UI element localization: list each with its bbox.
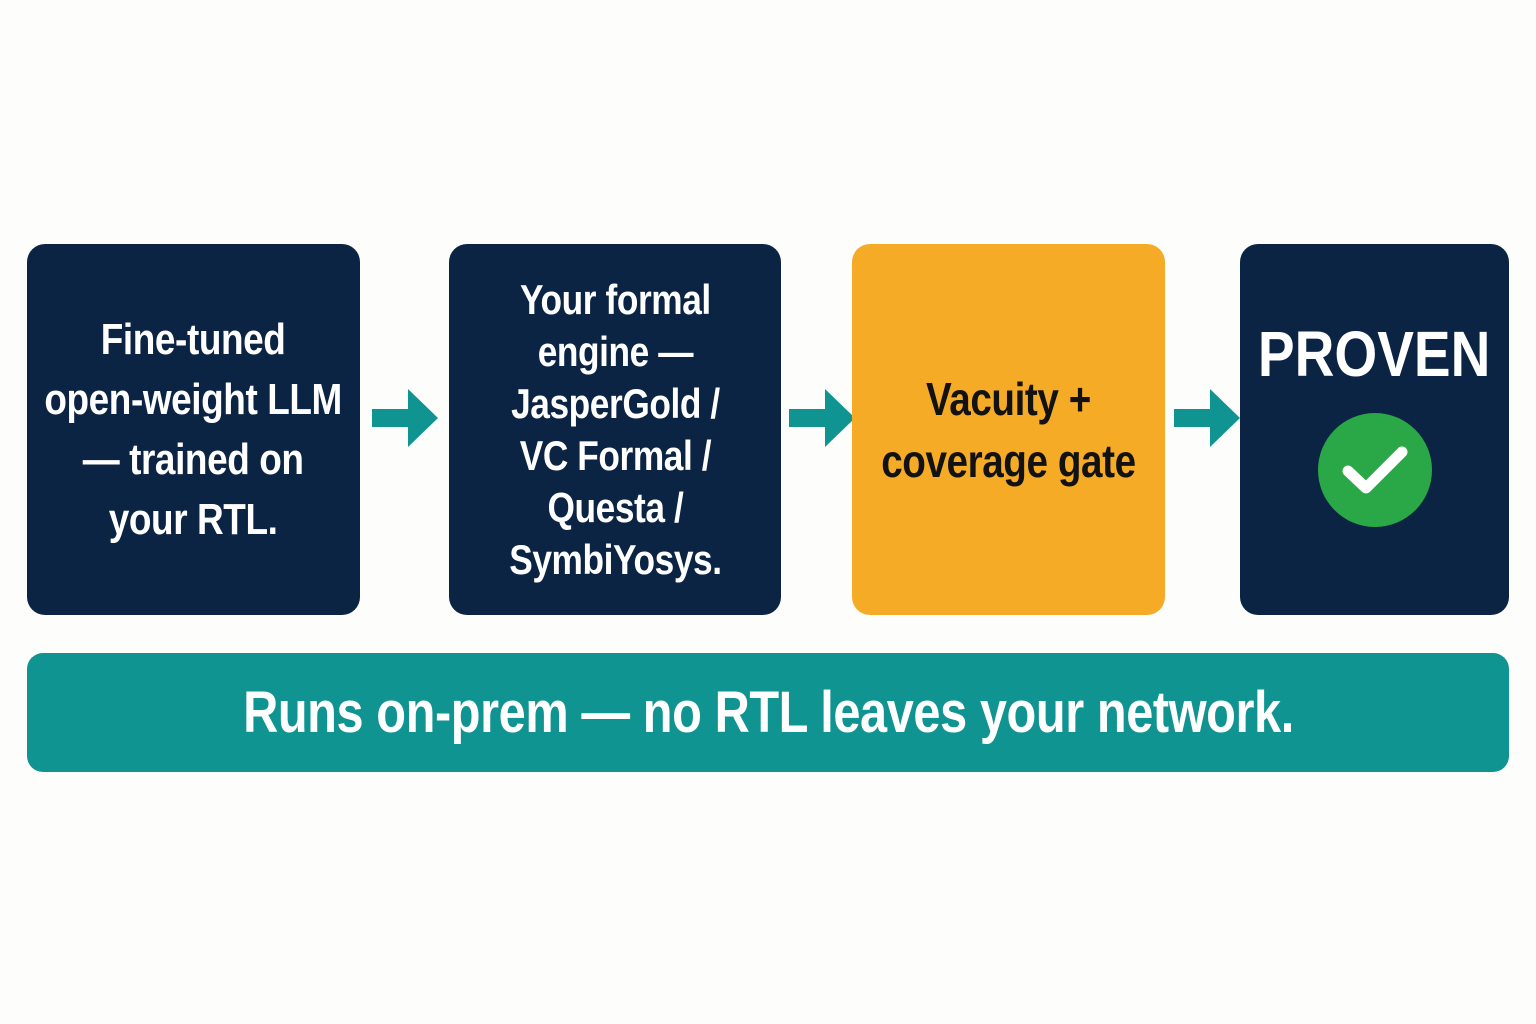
check-circle-icon	[1317, 412, 1432, 527]
step-text-vacuity-coverage-gate: Vacuity + coverage gate	[881, 368, 1136, 492]
step-box-formal-engine: Your formal engine — JasperGold / VC For…	[449, 244, 781, 615]
arrow-right-icon	[789, 389, 855, 447]
step-line: your RTL.	[109, 494, 278, 544]
step-line: JasperGold /	[510, 379, 720, 427]
step-line: — trained on	[83, 434, 304, 484]
step-line: engine —	[537, 327, 693, 375]
banner-text: Runs on-prem — no RTL leaves your networ…	[242, 680, 1294, 745]
step-text-fine-tuned-llm: Fine-tuned open-weight LLM — trained on …	[45, 310, 343, 550]
arrow-right-icon	[372, 389, 438, 447]
proven-label: PROVEN	[1258, 317, 1491, 390]
step-line: Questa /	[547, 483, 683, 531]
step-line: VC Formal /	[519, 431, 711, 479]
arrow-right-icon	[1174, 389, 1240, 447]
step-text-formal-engine: Your formal engine — JasperGold / VC For…	[508, 274, 722, 586]
step-line: Your formal	[519, 275, 711, 323]
step-line: Vacuity +	[926, 372, 1091, 425]
step-box-proven: PROVEN	[1240, 244, 1509, 615]
step-line: SymbiYosys.	[508, 535, 722, 583]
on-prem-banner: Runs on-prem — no RTL leaves your networ…	[27, 653, 1509, 772]
step-line: open-weight LLM	[44, 374, 343, 424]
step-box-vacuity-coverage-gate: Vacuity + coverage gate	[852, 244, 1165, 615]
checkmark-icon	[1342, 446, 1407, 493]
step-line: coverage gate	[881, 434, 1136, 487]
step-line: Fine-tuned	[101, 314, 286, 364]
step-box-fine-tuned-llm: Fine-tuned open-weight LLM — trained on …	[27, 244, 360, 615]
